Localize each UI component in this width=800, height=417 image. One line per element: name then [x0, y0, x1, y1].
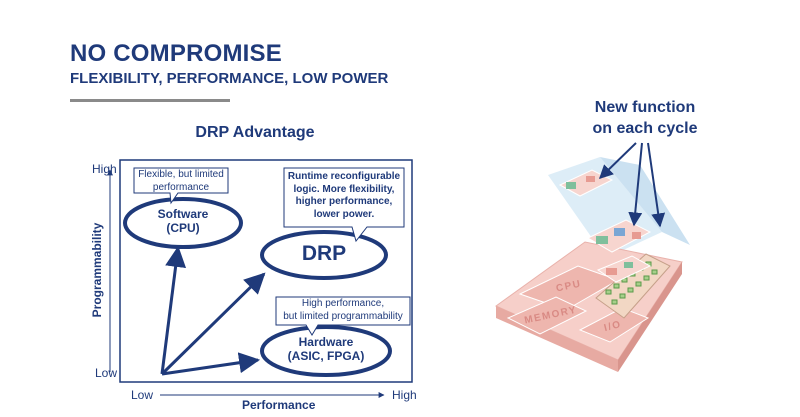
caption-arrow-3 — [647, 142, 666, 228]
drp-ellipse — [260, 230, 388, 280]
drp-node-label: DRP — [301, 242, 347, 265]
software-callout-text: Flexible, but limited performance — [134, 169, 228, 194]
chip-memory-block — [506, 296, 588, 335]
y-axis-high-label: High — [92, 162, 117, 176]
config-layer-middle-cell — [596, 236, 608, 244]
drp-callout-bubble — [283, 167, 405, 243]
slide-title: NO COMPROMISE — [70, 40, 282, 67]
y-axis-low-label: Low — [95, 366, 118, 380]
drp-callout-text: Runtime reconfigurable logic. More flexi… — [284, 171, 404, 221]
hardware-node-line2: (ASIC, FPGA) — [287, 348, 365, 363]
x-axis-low-label: Low — [131, 388, 154, 402]
hardware-callout-line1: High performance, — [301, 298, 385, 309]
config-layer-bottom-cell — [606, 268, 617, 275]
software-node-label: Software (CPU) — [133, 207, 233, 236]
plot-frame — [119, 159, 413, 383]
config-layer-bottom-cell2 — [624, 262, 633, 268]
software-ellipse — [123, 197, 243, 249]
slide-subtitle: FLEXIBILITY, PERFORMANCE, LOW POWER — [70, 70, 389, 87]
drp-callout-line4: lower power. — [313, 208, 375, 220]
drp-callout-line3: higher performance, — [295, 196, 393, 207]
hardware-callout-text: High performance, but limited programmab… — [276, 298, 410, 323]
caption-arrow-2 — [628, 142, 643, 227]
chip-base-side — [618, 262, 682, 372]
software-node-line1: Software — [157, 207, 209, 221]
chip-io-block — [578, 307, 650, 343]
drp-callout-line1: Runtime reconfigurable — [287, 171, 401, 182]
chip-caption: New function on each cycle — [570, 98, 720, 140]
software-callout-line1: Flexible, but limited — [138, 169, 224, 180]
arrow-to-drp — [160, 272, 266, 376]
config-layer-bottom — [596, 255, 652, 283]
title-underline — [70, 99, 230, 102]
diagram-title: DRP Advantage — [195, 124, 315, 141]
chip-caption-line2: on each cycle — [592, 119, 698, 137]
y-axis-label: Programmability — [90, 222, 104, 318]
arrow-to-hardware — [161, 352, 261, 376]
software-callout-line2: performance — [152, 181, 210, 193]
x-axis-label: Performance — [242, 398, 316, 412]
software-callout-bubble — [133, 167, 229, 205]
hardware-node-label: Hardware (ASIC, FPGA) — [266, 335, 386, 364]
hardware-callout-bubble — [275, 296, 411, 336]
config-layer-middle-cell2 — [614, 228, 625, 236]
chip-beam-right — [600, 157, 690, 245]
hardware-node-line1: Hardware — [298, 335, 354, 349]
config-layer-middle-cell3 — [632, 232, 641, 239]
config-layer-top-cell — [566, 182, 576, 189]
x-axis-high-label: High — [392, 388, 417, 402]
software-node-line2: (CPU) — [166, 220, 200, 235]
hardware-ellipse — [260, 325, 392, 377]
caption-arrow-1 — [598, 142, 637, 179]
chip-caption-line1: New function — [594, 99, 696, 116]
drp-callout-line2: logic. More flexibility, — [293, 183, 395, 195]
config-layer-top-cell2 — [586, 176, 595, 182]
hardware-callout-line2: but limited programmability — [283, 310, 403, 322]
arrow-to-software — [160, 245, 187, 375]
